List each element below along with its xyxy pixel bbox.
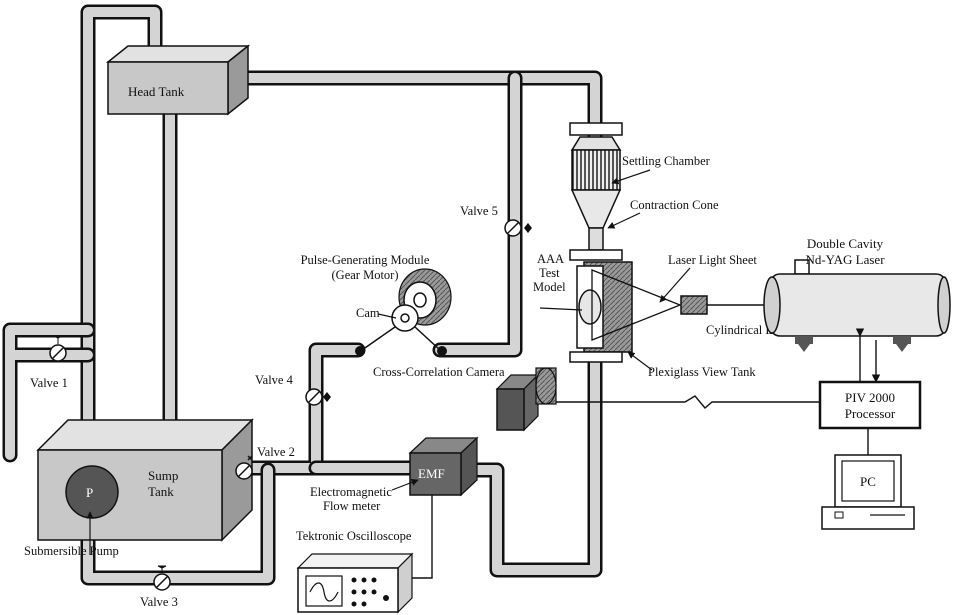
- valve-3: Valve 3: [140, 565, 178, 609]
- laser-label-1: Double Cavity: [807, 236, 884, 251]
- pc: PC: [821, 454, 915, 530]
- cross-correlation-camera: [495, 367, 557, 432]
- valve-2-label: Valve 2: [257, 445, 295, 459]
- mid-flange: [569, 249, 623, 261]
- tektronic-oscilloscope: [296, 552, 414, 614]
- pulse-module-label-1: Pulse-Generating Module: [301, 253, 430, 267]
- contraction-cone-label: Contraction Cone: [630, 198, 719, 212]
- valve-5-label: Valve 5: [460, 204, 498, 218]
- lower-flange: [569, 351, 623, 363]
- camera-label: Cross-Correlation Camera: [373, 365, 505, 379]
- pulse-generating-module: [355, 268, 452, 356]
- view-tank-label: Plexiglass View Tank: [648, 365, 756, 379]
- pc-label: PC: [860, 474, 876, 489]
- pulse-module-label-2: (Gear Motor): [332, 268, 399, 282]
- head-tank: Head Tank: [105, 44, 251, 116]
- cam-label: Cam: [356, 306, 380, 320]
- pump-label: Submersible Pump: [24, 544, 119, 558]
- emf-description-1: Electromagnetic: [310, 485, 392, 499]
- upper-flange: [569, 122, 623, 136]
- valve-4: Valve 4: [255, 373, 331, 406]
- sump-tank-label-2: Tank: [148, 484, 174, 499]
- piv-processor: PIV 2000 Processor: [818, 380, 922, 430]
- nd-yag-laser: [763, 259, 951, 352]
- pump-letter: P: [86, 485, 93, 500]
- sump-tank-label-1: Sump: [148, 468, 178, 483]
- piv-label-2: Processor: [845, 406, 896, 421]
- aaa-test-model: [578, 289, 602, 325]
- aaa-label-1: AAA: [537, 252, 564, 266]
- oscilloscope-label: Tektronic Oscilloscope: [296, 529, 412, 543]
- laser-sheet-label: Laser Light Sheet: [668, 253, 757, 267]
- aaa-label-2: Test: [539, 266, 560, 280]
- cylindrical-lens: [680, 295, 765, 315]
- valve-3-label: Valve 3: [140, 595, 178, 609]
- laser-label-2: Nd-YAG Laser: [805, 252, 885, 267]
- valve-5: Valve 5: [460, 204, 532, 237]
- head-tank-label: Head Tank: [128, 84, 185, 99]
- valve-2: Valve 2: [235, 445, 295, 480]
- settling-chamber-label: Settling Chamber: [622, 154, 711, 168]
- laser-light-sheet: [591, 269, 682, 341]
- test-section: [569, 122, 682, 363]
- aaa-label-3: Model: [533, 280, 566, 294]
- valve-4-label: Valve 4: [255, 373, 294, 387]
- contraction-cone: [570, 189, 622, 229]
- valve-1-label: Valve 1: [30, 376, 68, 390]
- valve-1: Valve 1: [30, 335, 68, 390]
- sump-tank: Sump Tank P Submersible Pump: [24, 418, 254, 558]
- pipe-network: [2, 4, 603, 586]
- electromagnetic-flow-meter: EMF: [408, 436, 479, 497]
- emf-description-2: Flow meter: [323, 499, 381, 513]
- settling-chamber: [571, 149, 621, 191]
- piv-label-1: PIV 2000: [845, 390, 895, 405]
- emf-label: EMF: [418, 466, 445, 481]
